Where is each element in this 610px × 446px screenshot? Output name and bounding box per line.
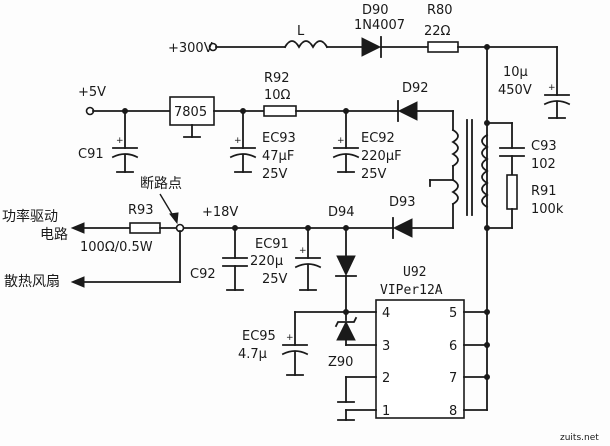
label-ec91-v: 25V [262, 272, 288, 287]
label-d93: D93 [389, 195, 416, 210]
svg-text:+: + [299, 246, 307, 256]
label-5v: +5V [78, 85, 106, 100]
label-ctop-v: 450V [498, 83, 532, 98]
diode-d90 [361, 37, 382, 57]
label-break-point: 断路点 [140, 176, 182, 192]
svg-text:+: + [286, 333, 294, 343]
label-d92: D92 [402, 81, 429, 96]
label-c91: C91 [78, 147, 104, 162]
label-ec91-val: 220μ [250, 254, 283, 269]
output-arrow-drive [70, 222, 85, 234]
label-7805: 7805 [174, 105, 207, 120]
label-l: L [297, 24, 305, 39]
label-ec92-v: 25V [361, 167, 387, 182]
label-1n4007: 1N4007 [354, 18, 405, 33]
label-r92-val: 10Ω [264, 88, 291, 103]
pin-6: 6 [449, 339, 457, 354]
label-power-drive-1: 功率驱动 [2, 208, 58, 225]
resistor-r80 [427, 41, 459, 53]
label-ec95-val: 4.7μ [238, 347, 267, 362]
label-ec92-val: 220μF [361, 149, 402, 164]
diode-d92 [397, 101, 418, 121]
svg-text:+: + [234, 136, 242, 146]
snubber-c93-r91 [484, 122, 525, 231]
label-d90: D90 [362, 3, 389, 18]
zener-z90 [334, 311, 358, 346]
label-ec92: EC92 [361, 131, 395, 146]
label-r80-val: 22Ω [424, 24, 451, 39]
inductor-l [283, 40, 329, 49]
label-ec93: EC93 [262, 131, 296, 146]
svg-text:+: + [116, 136, 124, 146]
resistor-r91 [506, 174, 518, 210]
svg-text:+: + [337, 136, 345, 146]
label-ec93-v: 25V [262, 167, 288, 182]
label-r92: R92 [264, 71, 290, 86]
ic-body [375, 299, 465, 419]
pin-1: 1 [382, 404, 390, 419]
label-ec93-val: 47μF [262, 149, 294, 164]
label-c93: C93 [531, 139, 557, 154]
rail-5v: + + + [85, 96, 454, 173]
label-fan: 散热风扇 [4, 274, 60, 290]
label-c92: C92 [190, 267, 216, 282]
label-u92: U92 [403, 265, 426, 280]
label-300v: +300V [168, 41, 213, 56]
label-c93-val: 102 [531, 157, 556, 172]
label-r91-val: 100k [531, 202, 564, 217]
label-ec95: EC95 [242, 329, 276, 344]
watermark: zuits.net [560, 433, 599, 443]
pin-7: 7 [449, 371, 457, 386]
label-power-drive-2: 电路 [40, 227, 68, 243]
pin-5: 5 [449, 306, 457, 321]
output-arrow-fan [70, 276, 85, 288]
diode-d94 [336, 255, 356, 277]
label-r91: R91 [531, 184, 557, 199]
ic-u92 [337, 299, 488, 421]
capacitor-ec95: + [281, 311, 347, 376]
pin-3: 3 [382, 339, 390, 354]
label-r80: R80 [427, 3, 453, 18]
label-d94: D94 [328, 205, 355, 220]
label-z90: Z90 [328, 355, 353, 370]
resistor-r93 [129, 222, 161, 234]
pin-8: 8 [449, 404, 457, 419]
pin-2: 2 [382, 371, 390, 386]
pin-4: 4 [382, 306, 390, 321]
diode-d93 [392, 218, 413, 238]
rail-300v: + [208, 36, 571, 119]
rail-18v: + [70, 193, 454, 315]
label-18v: +18V [202, 205, 238, 220]
label-viper12a: VIPer12A [380, 283, 443, 298]
label-r93: R93 [128, 203, 154, 218]
label-ctop: 10μ [503, 65, 528, 80]
label-r93-val: 100Ω/0.5W [80, 240, 153, 255]
svg-text:+: + [548, 83, 556, 93]
resistor-r92 [263, 105, 297, 117]
transformer [429, 119, 489, 229]
label-ec91: EC91 [255, 237, 289, 252]
